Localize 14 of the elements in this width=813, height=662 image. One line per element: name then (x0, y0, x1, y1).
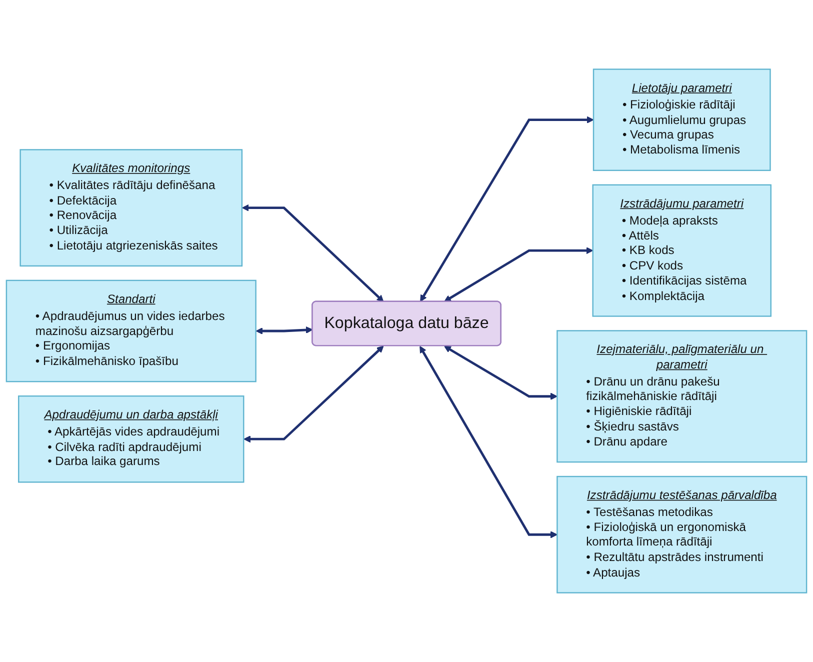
arrow (256, 326, 313, 335)
node-box (556, 330, 808, 463)
node-box (6, 280, 256, 382)
node-box (20, 149, 243, 267)
node-box (592, 184, 772, 317)
arrow (244, 346, 384, 443)
node-box (18, 395, 244, 483)
arrow (420, 346, 558, 538)
node-box (556, 476, 808, 594)
node-box (592, 68, 771, 172)
arrow (444, 346, 558, 400)
arrow (444, 247, 594, 302)
arrow (420, 116, 594, 302)
arrow (242, 204, 384, 302)
